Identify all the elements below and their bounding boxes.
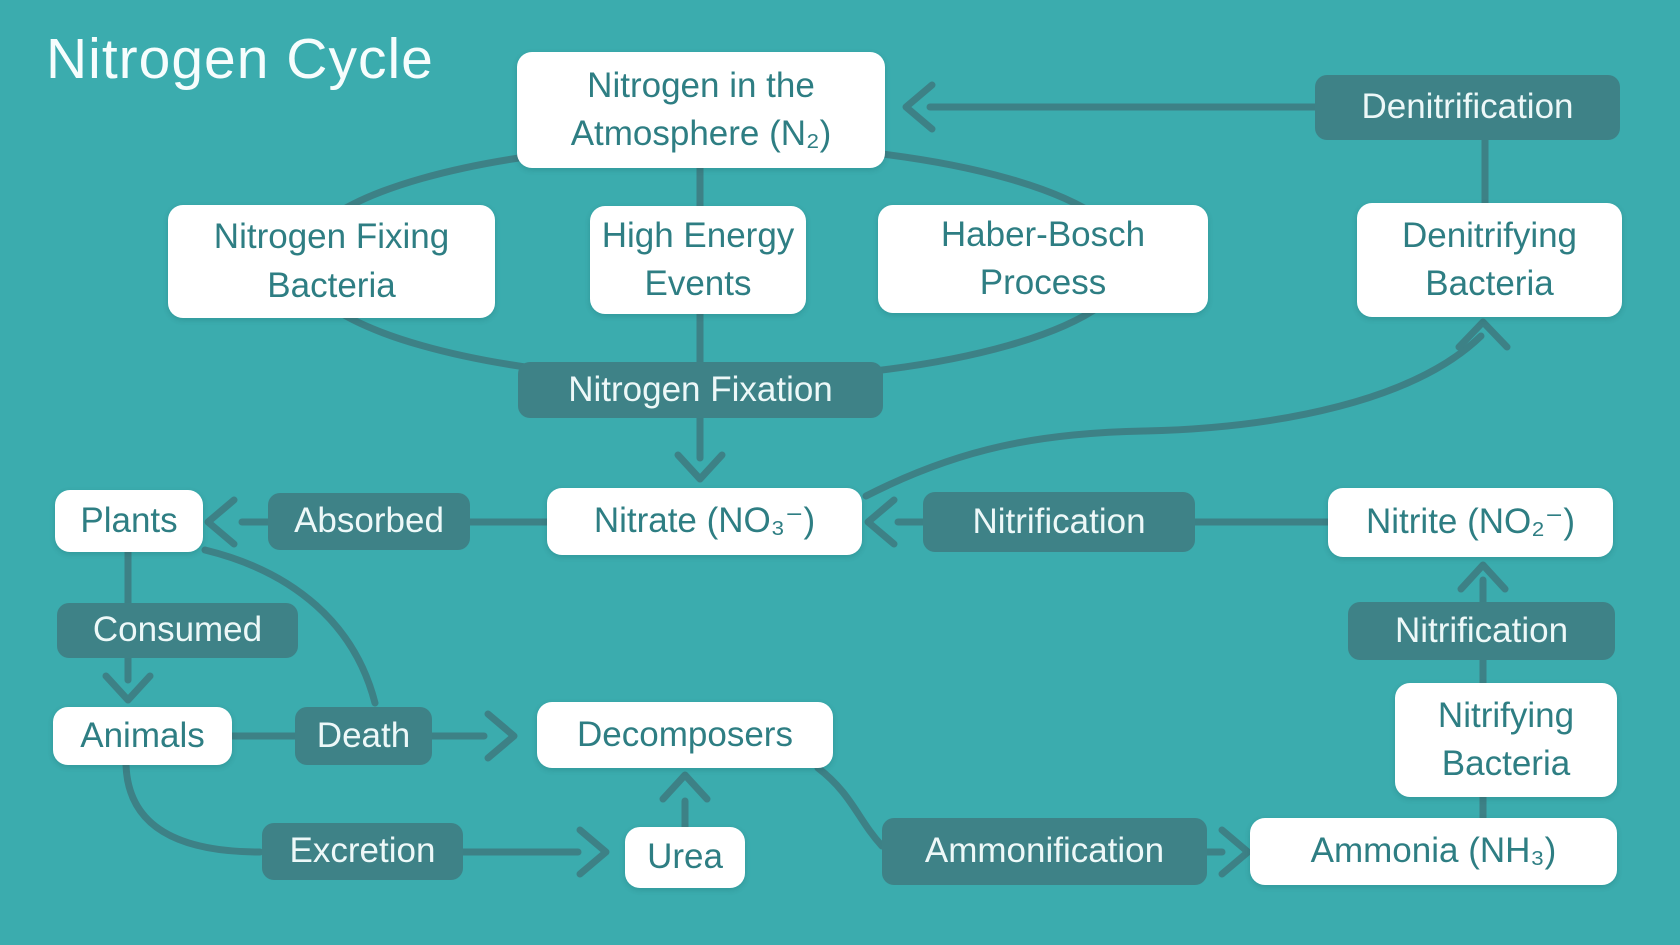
node-nitrifying-bacteria: Nitrifying Bacteria bbox=[1395, 683, 1617, 797]
edge-animals-to-excretion bbox=[122, 761, 264, 856]
node-plants: Plants bbox=[55, 490, 203, 552]
arrowhead-into-denitrifying bbox=[1455, 318, 1511, 351]
arrowhead-into-decomposers-bottom bbox=[659, 771, 711, 803]
arrowhead-into-decomposers bbox=[484, 710, 518, 762]
node-excretion: Excretion bbox=[262, 823, 463, 880]
node-denitrifying-bacteria: Denitrifying Bacteria bbox=[1357, 203, 1622, 317]
node-nitrate: Nitrate (NO₃⁻) bbox=[547, 488, 862, 555]
node-decomposers: Decomposers bbox=[537, 702, 833, 768]
edge-plants-to-death bbox=[201, 546, 379, 707]
arrowhead-into-ammonia bbox=[1218, 826, 1252, 878]
node-haber-bosch-process: Haber-Bosch Process bbox=[878, 205, 1208, 313]
node-nitrogen-atmosphere: Nitrogen in the Atmosphere (N₂) bbox=[517, 52, 885, 168]
node-nitrogen-fixing-bacteria: Nitrogen Fixing Bacteria bbox=[168, 205, 495, 318]
edge-nitrate-to-denitrifying bbox=[862, 332, 1485, 500]
arrowhead-into-nitrite bbox=[1457, 561, 1509, 593]
node-absorbed: Absorbed bbox=[268, 493, 470, 550]
arrowhead-into-plants bbox=[204, 496, 238, 548]
arrowhead-into-atmosphere bbox=[902, 81, 936, 133]
arrowhead-into-animals bbox=[102, 672, 154, 704]
arrowhead-into-urea bbox=[576, 826, 610, 878]
node-denitrification: Denitrification bbox=[1315, 75, 1620, 140]
arrowhead-into-nitrate bbox=[674, 451, 726, 483]
node-high-energy-events: High Energy Events bbox=[590, 206, 806, 314]
node-ammonification: Ammonification bbox=[882, 818, 1207, 885]
node-nitrification-right: Nitrification bbox=[1348, 602, 1615, 660]
node-urea: Urea bbox=[625, 827, 745, 888]
node-nitrification-mid: Nitrification bbox=[923, 492, 1195, 552]
edge-decomposers-to-ammonification bbox=[814, 764, 886, 850]
node-consumed: Consumed bbox=[57, 603, 298, 658]
page-title: Nitrogen Cycle bbox=[46, 27, 434, 91]
node-death: Death bbox=[295, 707, 432, 765]
node-nitrite: Nitrite (NO₂⁻) bbox=[1328, 488, 1613, 557]
node-ammonia: Ammonia (NH₃) bbox=[1250, 818, 1617, 885]
arrowhead-into-nitrate-right bbox=[864, 496, 898, 548]
node-animals: Animals bbox=[53, 707, 232, 765]
node-nitrogen-fixation: Nitrogen Fixation bbox=[518, 362, 883, 418]
